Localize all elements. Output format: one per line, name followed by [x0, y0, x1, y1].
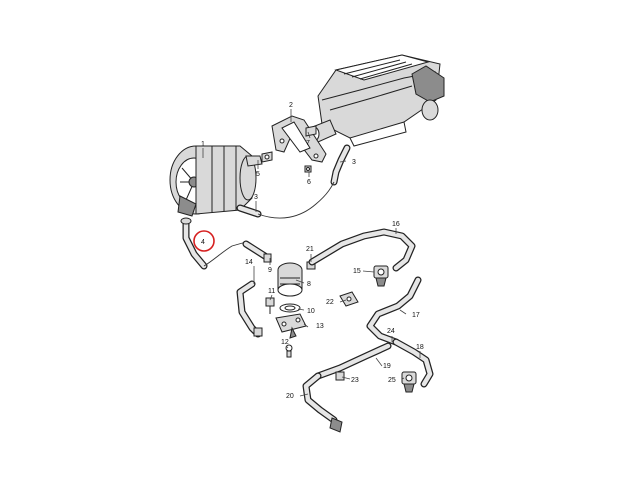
- callout-22: 22: [326, 299, 334, 306]
- callout-1: 1: [201, 141, 205, 148]
- hose-part-3-upper: [330, 144, 351, 186]
- pipe-part-9: [242, 240, 272, 263]
- gasket-part-10: [279, 303, 301, 313]
- callout-labels: 1 2 3 3 4 5 6 7 8 9 10 11 12 13 14 15 16…: [201, 102, 424, 400]
- callout-6: 6: [307, 179, 311, 186]
- callout-20: 20: [286, 393, 294, 400]
- callout-3-upper: 3: [352, 159, 356, 166]
- air-filter-housing: [308, 54, 445, 147]
- callout-14: 14: [245, 259, 253, 266]
- valve-part-15: [373, 265, 389, 287]
- highlight-circle: [193, 230, 215, 252]
- callout-19: 19: [383, 363, 391, 370]
- callout-17: 17: [412, 312, 420, 319]
- hose-part-20: [302, 372, 343, 433]
- leader-lines: [202, 109, 421, 397]
- callout-15: 15: [353, 268, 361, 275]
- callout-18: 18: [416, 344, 424, 351]
- callout-13: 13: [316, 323, 324, 330]
- hose-part-4: [180, 217, 208, 270]
- callout-21: 21: [306, 246, 314, 253]
- callout-10: 10: [307, 308, 315, 315]
- connector-part-23: [335, 371, 345, 381]
- hose-part-3-lower: [236, 204, 262, 218]
- bolts-part-11-12: [265, 297, 293, 358]
- hose-part-17: [366, 276, 422, 346]
- mounting-bracket: [271, 115, 327, 163]
- clip-part-22: [339, 291, 359, 307]
- callout-25: 25: [388, 377, 396, 384]
- flange-part-13: [275, 313, 307, 339]
- callout-23: 23: [351, 377, 359, 384]
- pipe-part-14: [236, 280, 263, 338]
- valve-part-8: [277, 262, 303, 297]
- callout-24: 24: [387, 328, 395, 335]
- hose-part-18: [392, 338, 434, 388]
- hose-part-16: [308, 228, 416, 272]
- connection-wires: [203, 181, 335, 267]
- callout-9: 9: [268, 267, 272, 274]
- callout-11: 11: [268, 288, 275, 295]
- callout-16: 16: [392, 221, 400, 228]
- callout-5: 5: [256, 171, 260, 178]
- secondary-air-pump: [169, 145, 263, 217]
- callout-12: 12: [281, 339, 289, 346]
- hose-part-19: [314, 342, 392, 380]
- callout-8: 8: [307, 281, 311, 288]
- valve-part-25: [401, 371, 417, 393]
- callout-3-lower: 3: [254, 194, 258, 201]
- callout-4: 4: [201, 239, 205, 246]
- callout-7: 7: [306, 140, 310, 147]
- callout-2: 2: [289, 102, 293, 109]
